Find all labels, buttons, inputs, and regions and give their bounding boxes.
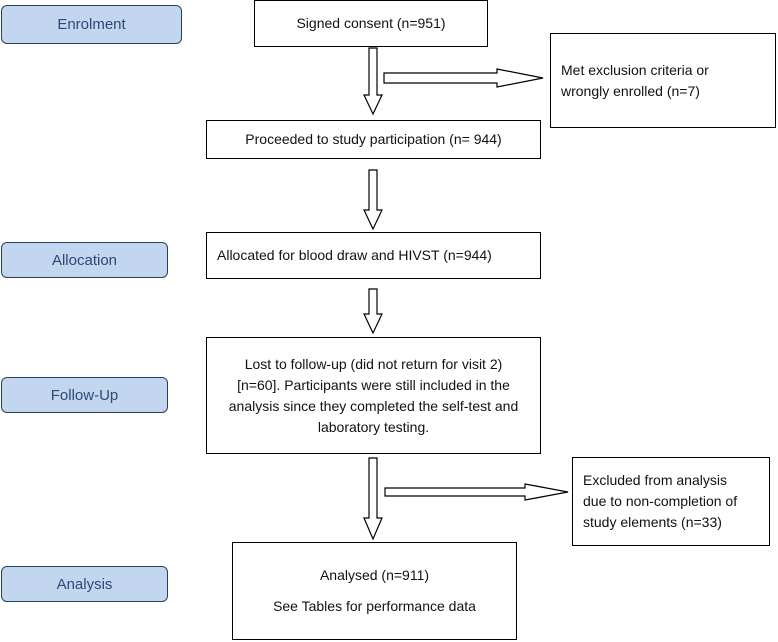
excluded-line-2: due to non-completion of [583, 493, 738, 509]
arrow-down-allocated-to-lost [363, 288, 383, 335]
box-signed-consent: Signed consent (n=951) [254, 0, 488, 47]
proceeded-text: Proceeded to study participation (n= 944… [245, 131, 502, 147]
exclusion-line-1: Met exclusion criteria or [561, 61, 709, 78]
arrow-right-to-excluded [384, 483, 569, 501]
box-exclusion: Met exclusion criteria or wrongly enroll… [550, 33, 776, 128]
phase-allocation: Allocation [1, 242, 168, 278]
excluded-line-1: Excluded from analysis [583, 472, 727, 488]
arrow-down-consent-to-proceeded [363, 47, 383, 116]
box-lost-to-follow-up: Lost to follow-up (did not return for vi… [206, 337, 541, 454]
lost-line-2: [n=60]. Participants were still included… [237, 376, 510, 393]
box-allocated: Allocated for blood draw and HIVST (n=94… [206, 232, 541, 279]
signed-consent-text: Signed consent (n=951) [296, 15, 446, 31]
allocated-text: Allocated for blood draw and HIVST (n=94… [217, 247, 492, 263]
phase-analysis: Analysis [1, 566, 168, 602]
lost-line-4: laboratory testing. [317, 418, 430, 435]
box-analysed: Analysed (n=911) See Tables for performa… [232, 542, 517, 640]
analysed-line-1: Analysed (n=911) [319, 567, 430, 583]
lost-line-3: analysis since they completed the self-t… [228, 397, 519, 414]
arrow-down-lost-to-analysed [363, 457, 383, 541]
excluded-line-3: study elements (n=33) [583, 514, 722, 530]
lost-line-1: Lost to follow-up (did not return for vi… [244, 355, 503, 372]
exclusion-line-2: wrongly enrolled (n=7) [561, 82, 700, 99]
box-excluded: Excluded from analysis due to non-comple… [572, 457, 770, 546]
arrow-right-to-exclusion [383, 68, 544, 88]
analysed-line-2: See Tables for performance data [273, 598, 476, 614]
arrow-down-proceeded-to-allocated [363, 169, 383, 231]
box-proceeded: Proceeded to study participation (n= 944… [206, 120, 541, 159]
phase-enrolment: Enrolment [1, 5, 182, 44]
phase-follow-up: Follow-Up [1, 377, 168, 413]
